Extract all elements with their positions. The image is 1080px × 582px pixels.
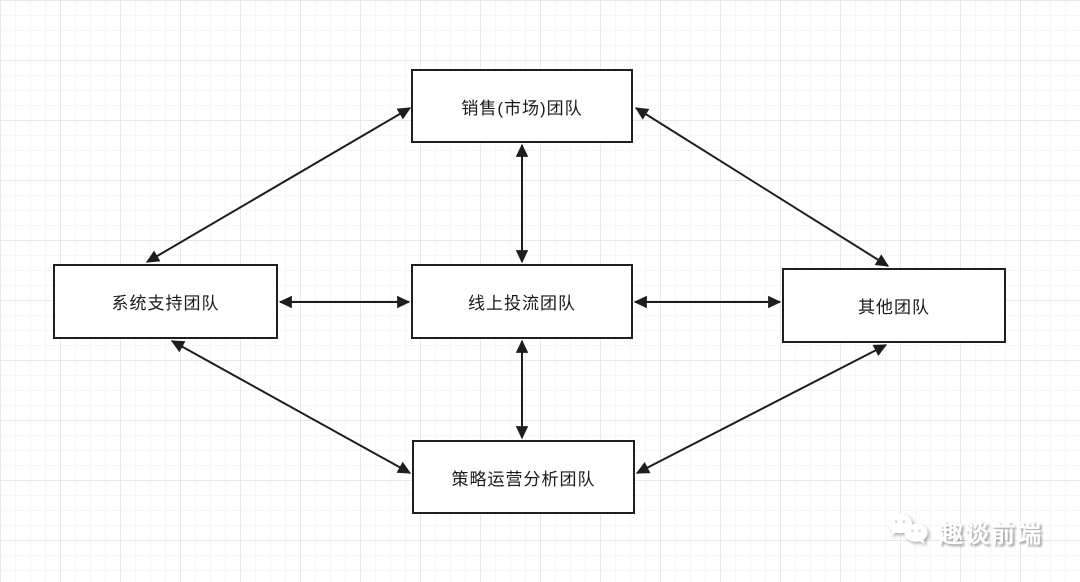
- edge-sales-other: [634, 107, 890, 267]
- watermark: 趣谈前端: [886, 512, 1043, 550]
- node-label: 线上投流团队: [468, 294, 576, 313]
- node-other-team: 其他团队: [782, 268, 1006, 343]
- node-label: 其他团队: [858, 298, 930, 317]
- node-label: 销售(市场)团队: [461, 98, 583, 118]
- node-label: 策略运营分析团队: [451, 469, 596, 489]
- wechat-icon: [888, 514, 928, 544]
- node-strategy-ops-analysis-team: 策略运营分析团队: [412, 440, 635, 514]
- node-system-support-team: 系统支持团队: [53, 264, 278, 339]
- edge-sales-system-support: [145, 107, 412, 263]
- node-online-traffic-team: 线上投流团队: [411, 264, 633, 339]
- node-label: 系统支持团队: [111, 294, 220, 313]
- node-sales-market-team: 销售(市场)团队: [411, 69, 633, 143]
- edge-system-support-strategy-ops: [170, 340, 412, 474]
- edge-other-strategy-ops: [635, 344, 888, 474]
- watermark-text: 趣谈前端: [939, 520, 1043, 548]
